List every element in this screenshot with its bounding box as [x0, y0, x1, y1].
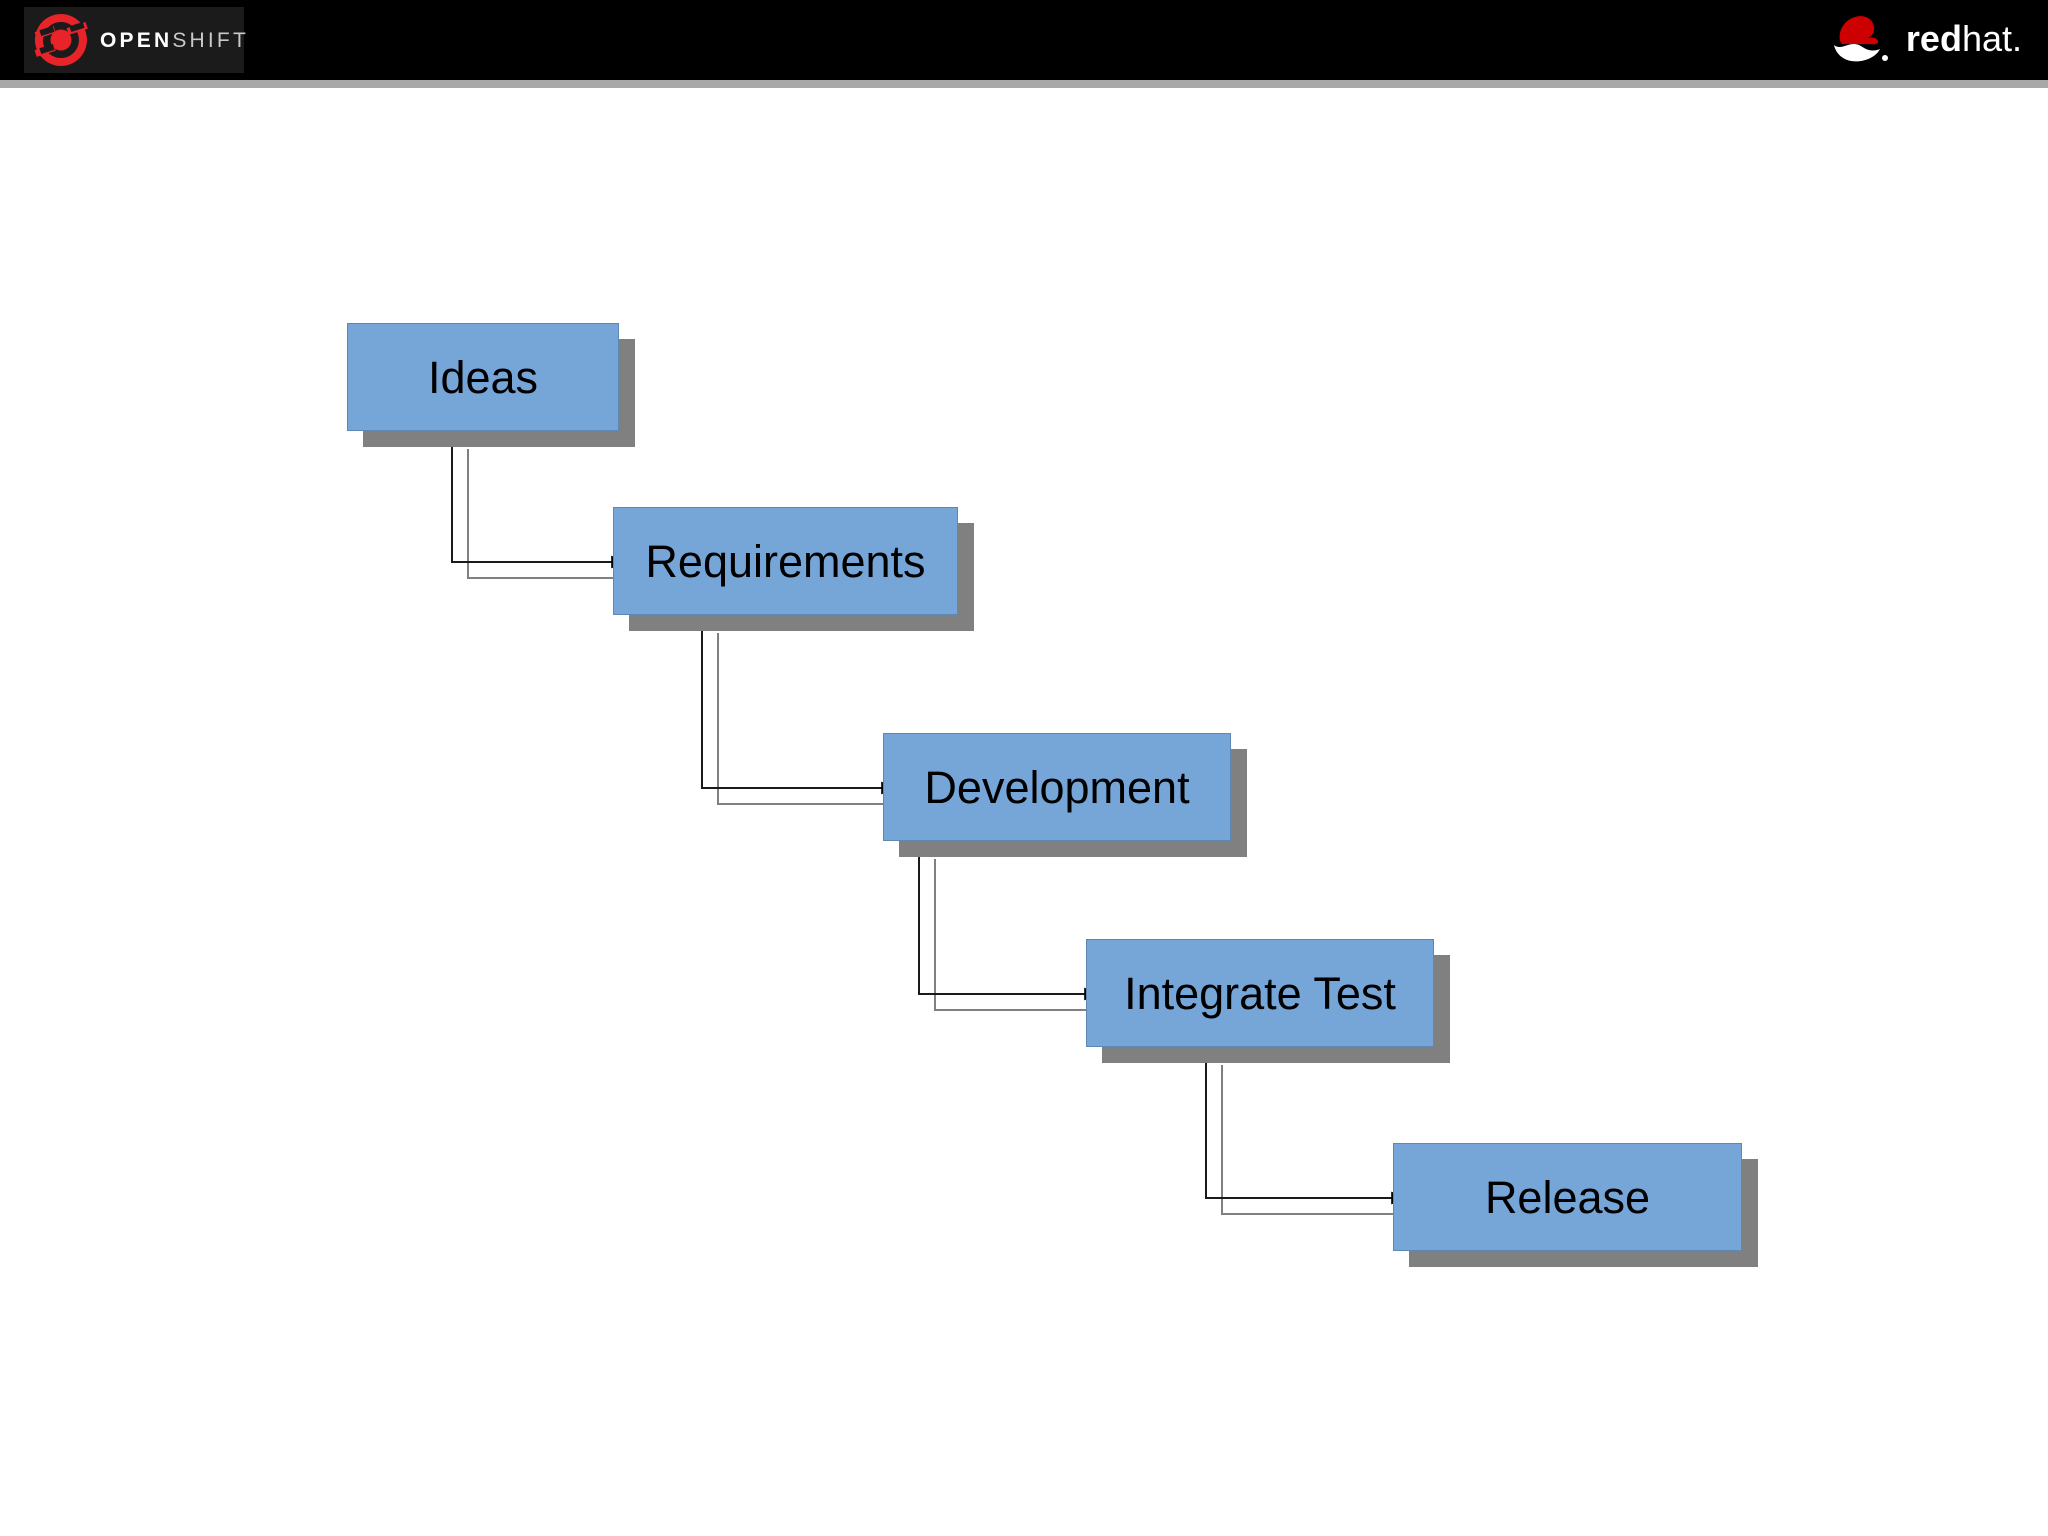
connector-shadow-group — [467, 449, 1425, 1221]
openshift-word-open: OPEN — [100, 28, 173, 52]
openshift-logo[interactable]: OPENSHIFT — [24, 7, 246, 73]
openshift-word-shift: SHIFT — [172, 28, 249, 52]
connector-0 — [451, 433, 629, 569]
connector-shadow-3 — [1221, 1065, 1425, 1221]
stage-box-development[interactable]: Development — [883, 733, 1231, 841]
openshift-wordmark: OPENSHIFT — [100, 30, 249, 51]
redhat-word-period: . — [2011, 18, 2022, 59]
redhat-logo[interactable]: redhat. — [1824, 8, 2022, 70]
stage-box-integrate-test[interactable]: Integrate Test — [1086, 939, 1434, 1047]
redhat-shadowman-icon — [1824, 11, 1898, 67]
connector-2 — [918, 843, 1102, 1001]
connector-line-group — [451, 433, 1409, 1205]
connector-shadow-1 — [717, 633, 915, 811]
header-bar — [0, 0, 2048, 80]
stage-box-requirements[interactable]: Requirements — [613, 507, 958, 615]
redhat-word-hat: hat — [1961, 18, 2012, 59]
connector-layer — [451, 433, 1425, 1221]
header-divider — [0, 80, 2048, 88]
connector-1 — [701, 617, 899, 795]
connector-shadow-2 — [934, 859, 1118, 1017]
redhat-word-red: red — [1905, 18, 1962, 59]
connector-shadow-0 — [467, 449, 645, 585]
stage-box-ideas[interactable]: Ideas — [347, 323, 619, 431]
connector-3 — [1205, 1049, 1409, 1205]
openshift-logo-icon — [32, 11, 90, 69]
stage-box-release[interactable]: Release — [1393, 1143, 1742, 1251]
redhat-wordmark: redhat. — [1906, 21, 2022, 57]
